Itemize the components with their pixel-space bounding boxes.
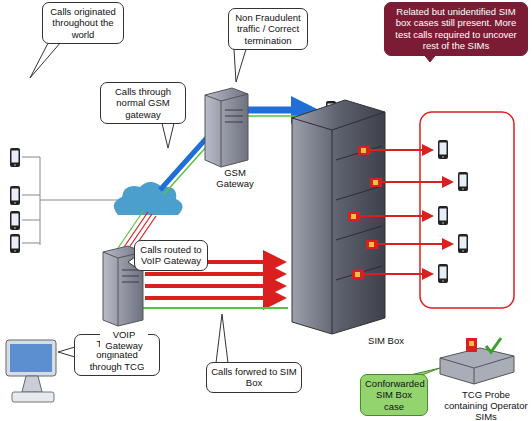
callout-bubble: Conforwarded SIM Box case bbox=[360, 374, 428, 416]
callout-text: Calls forwred to SIM Box bbox=[211, 366, 297, 389]
device-label: SIM Box bbox=[360, 336, 412, 347]
callout-text: Non Fraudulent traffic / Correct termina… bbox=[233, 12, 303, 46]
callout-bubble: Calls forwred to SIM Box bbox=[206, 362, 302, 393]
device-label: GSM Gateway bbox=[212, 168, 258, 190]
callout-pointer bbox=[58, 347, 75, 357]
callout-text: Calls through normal GSM gateway bbox=[105, 86, 181, 120]
callout-pointer bbox=[30, 43, 60, 78]
callout-text: Conforwarded SIM Box case bbox=[365, 378, 423, 412]
callout-pointer bbox=[234, 49, 246, 82]
callout-pointer bbox=[216, 314, 228, 363]
callout-bubble: Calls routed to VoIP Gateway bbox=[134, 240, 208, 271]
callout-text: Related but unidentified SIM box cases s… bbox=[389, 6, 523, 52]
callout-pointer bbox=[162, 123, 174, 148]
callout-text: Calls routed to VoIP Gateway bbox=[139, 244, 203, 267]
callout-bubble: Calls through normal GSM gateway bbox=[100, 82, 186, 124]
callout-bubble: Calls originated throughout the world bbox=[42, 2, 124, 44]
callout-text: Calls originated throughout the world bbox=[47, 6, 119, 40]
callout-bubble: Related but unidentified SIM box cases s… bbox=[384, 2, 528, 56]
device-label: TCG Probe containing Operator SIMs bbox=[440, 390, 532, 421]
device-label: VOIP Gateway bbox=[100, 330, 148, 352]
callout-bubble: Non Fraudulent traffic / Correct termina… bbox=[228, 8, 308, 50]
callout-pointer bbox=[424, 55, 436, 62]
